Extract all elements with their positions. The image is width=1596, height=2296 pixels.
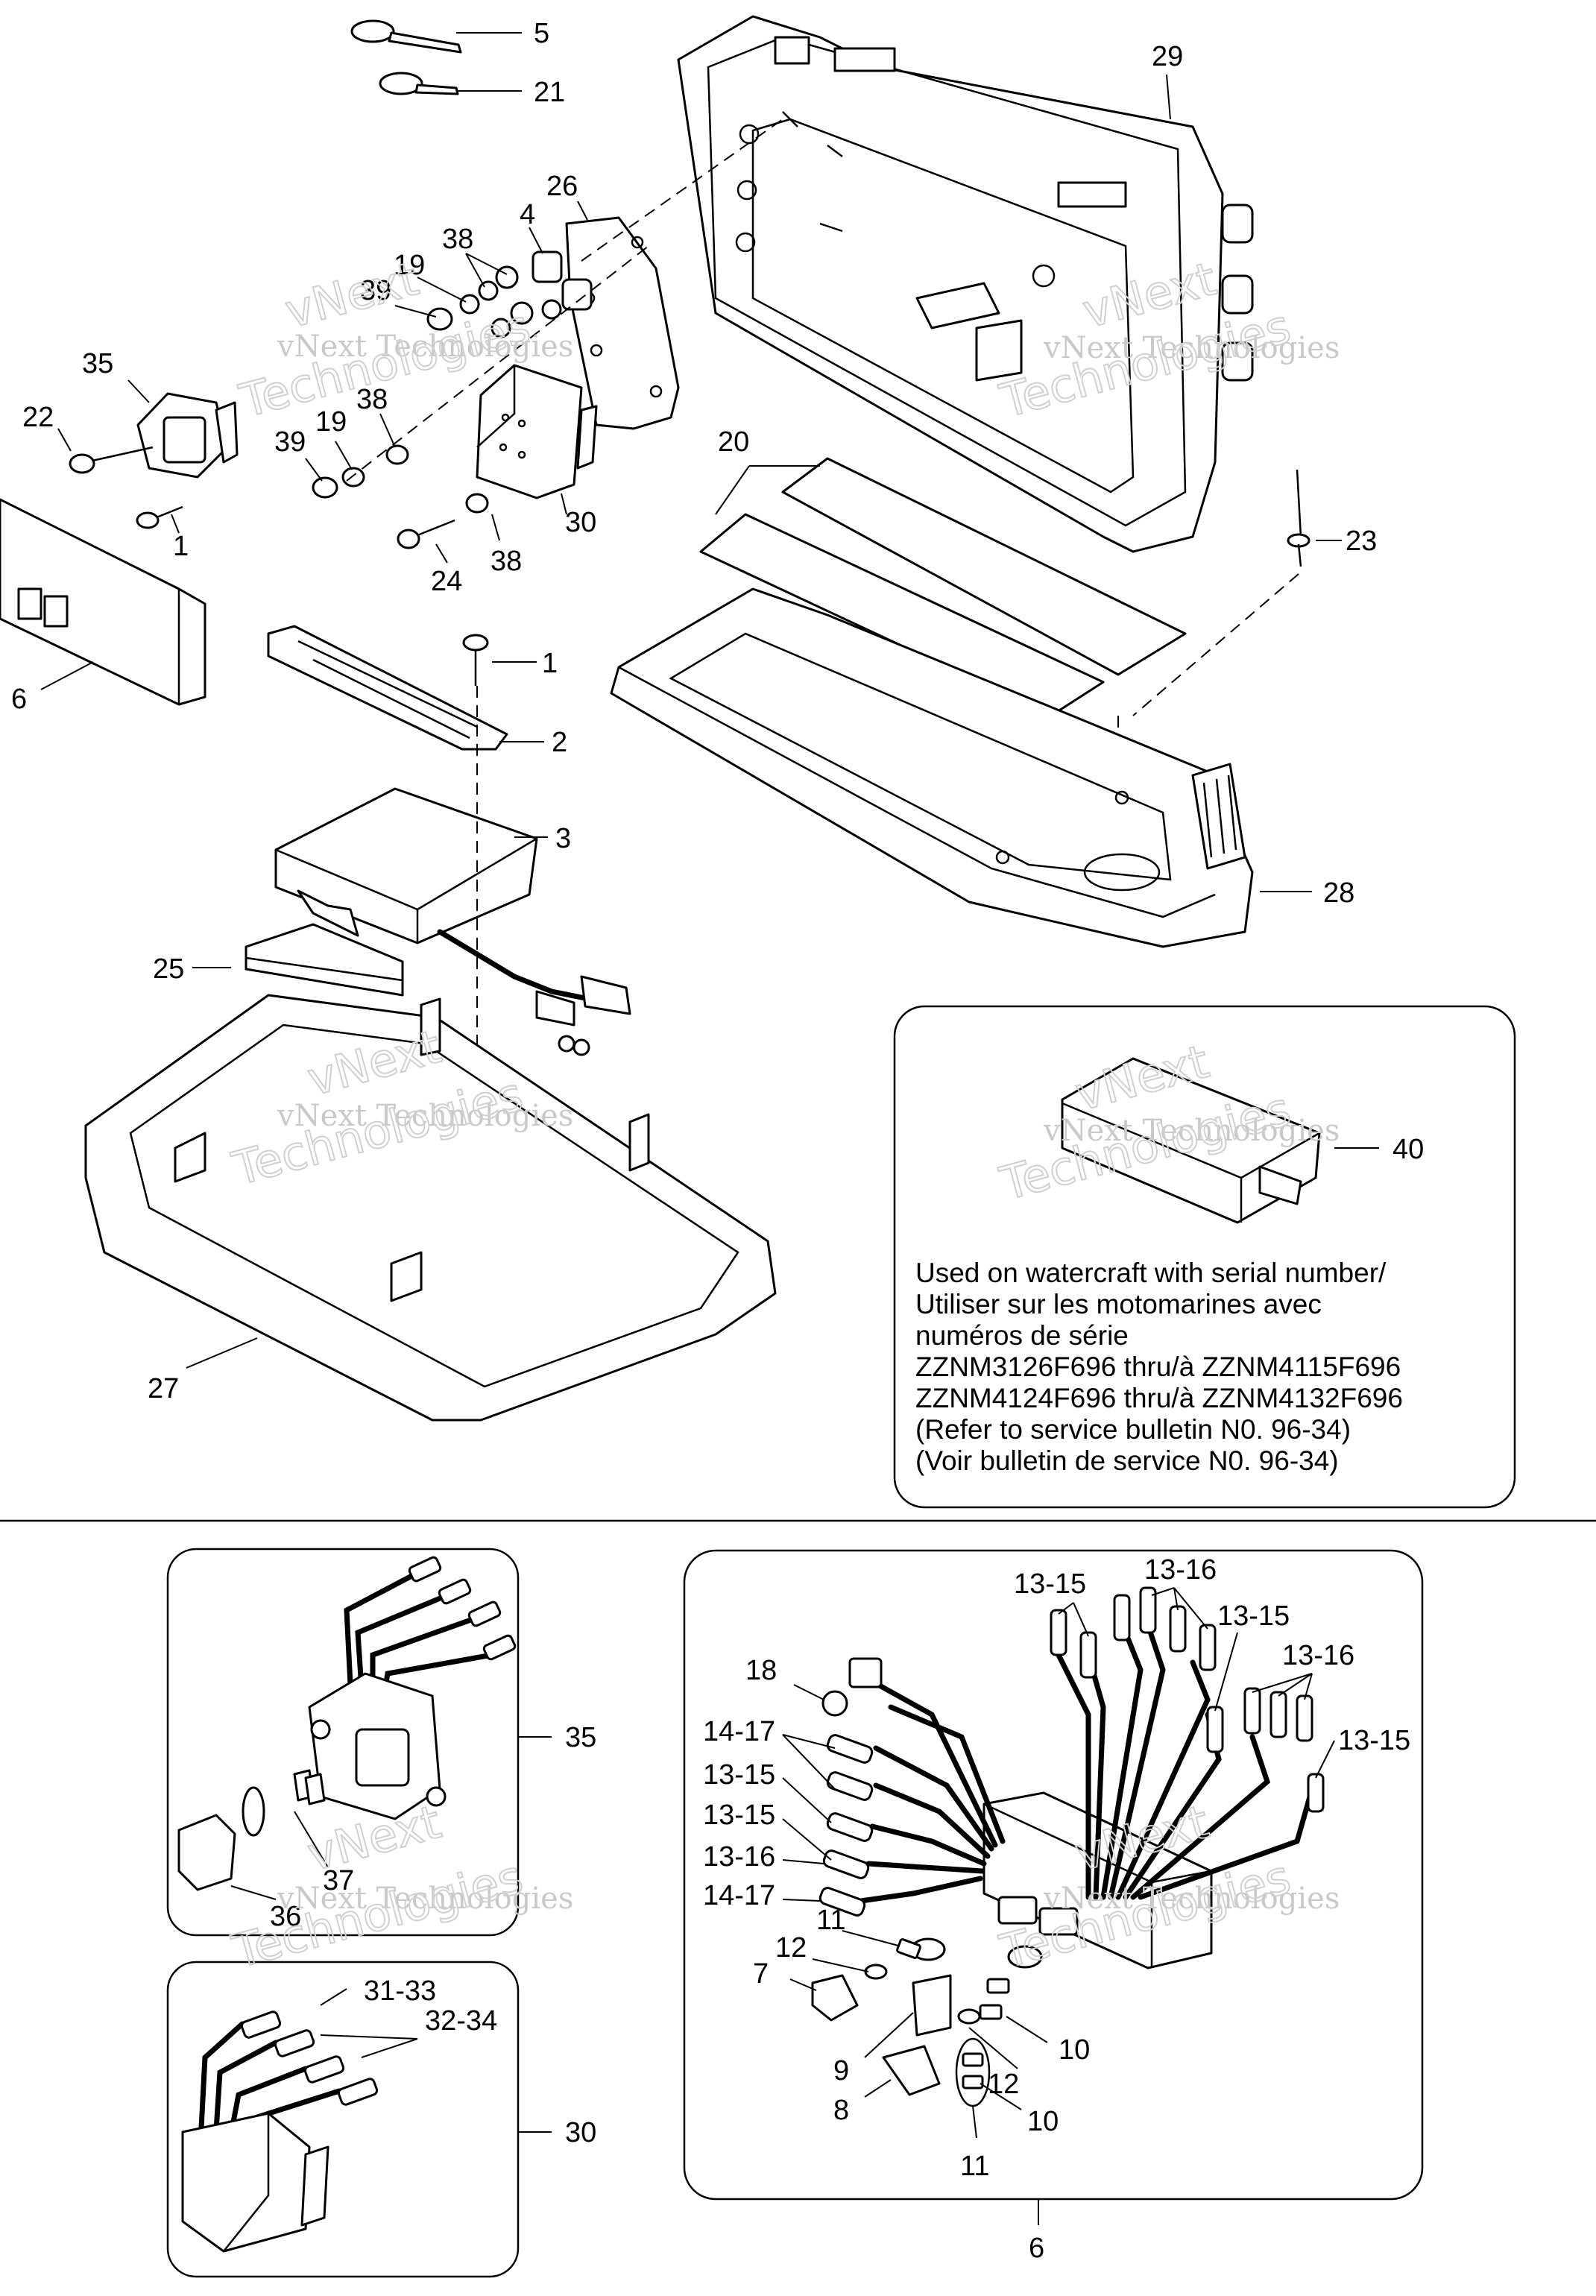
callout-20: 20: [718, 426, 749, 458]
callout-5: 5: [534, 18, 549, 49]
watermark-bottom-left: vNext Technologies vNext Technologies: [226, 1794, 573, 1980]
pad-25: [245, 923, 404, 997]
svg-text:vNext Technologies: vNext Technologies: [1043, 1114, 1340, 1148]
detail6-callout-9: 9: [833, 2055, 849, 2087]
callout-23: 23: [1346, 526, 1377, 557]
note-line-3: numéros de série: [915, 1320, 1129, 1351]
callout-28: 28: [1323, 877, 1354, 909]
spacers-washers: [426, 250, 593, 338]
callout-2: 2: [552, 727, 567, 758]
screw-1a: [136, 505, 183, 529]
detail35-callout-35: 35: [565, 1722, 596, 1753]
rectifier-30: [476, 364, 598, 499]
detail6-callout-1316r: 13-16: [1282, 1640, 1354, 1671]
tray-27: [84, 994, 777, 1422]
detail6-callout-1316top: 13-16: [1144, 1554, 1217, 1586]
detail6-callout-6: 6: [1029, 2233, 1044, 2264]
screw-22: [69, 446, 154, 474]
callout-29: 29: [1152, 41, 1183, 72]
detail35-callout-37: 37: [323, 1865, 354, 1896]
detail35-callout-36: 36: [270, 1901, 301, 1932]
detail6-callout-1315b: 13-15: [703, 1800, 775, 1831]
callout-35: 35: [82, 348, 113, 379]
svg-text:vNext: vNext: [280, 251, 424, 338]
callout-26: 26: [546, 171, 578, 202]
callout-40: 40: [1392, 1134, 1424, 1165]
callout-39b: 39: [274, 426, 306, 458]
note-line-1: Used on watercraft with serial number/: [915, 1258, 1387, 1288]
detail6-callout-1316a: 13-16: [703, 1841, 775, 1873]
detail6-callout-1315r2: 13-15: [1338, 1725, 1410, 1756]
svg-text:vNext Technologies: vNext Technologies: [1043, 331, 1340, 365]
note-line-5: ZZNM4124F696 thru/à ZZNM4132F696: [915, 1383, 1403, 1413]
detail-box-35: [166, 1548, 520, 1937]
callout-21: 21: [534, 77, 565, 108]
relay-35: [136, 392, 239, 479]
detail30-callout-30: 30: [565, 2117, 596, 2148]
detail6-callout-7: 7: [753, 1958, 769, 1990]
note-line-7: (Voir bulletin de service N0. 96-34): [915, 1445, 1339, 1476]
note-box: [893, 1005, 1516, 1509]
circuit-board-6: [0, 498, 206, 706]
callout-30: 30: [565, 507, 596, 538]
note-line-2: Utiliser sur les motomarines avec: [915, 1289, 1322, 1319]
note-line-6: (Refer to service bulletin N0. 96-34): [915, 1414, 1351, 1445]
pads-20: [699, 457, 1187, 717]
callout-38c: 38: [491, 546, 522, 577]
washer-38c: [465, 493, 489, 514]
svg-text:vNext Technologies: vNext Technologies: [277, 1882, 573, 1916]
relay-35-detail: [177, 1556, 517, 1891]
callout-22: 22: [22, 402, 54, 433]
mounting-plate-26: [565, 216, 680, 430]
detail6-callout-12a: 12: [775, 1932, 807, 1964]
detail-box-6: [683, 1549, 1424, 2201]
callout-38a: 38: [442, 224, 473, 255]
svg-text:vNext Technologies: vNext Technologies: [277, 329, 573, 364]
svg-text:vNext Technologies: vNext Technologies: [277, 1099, 573, 1133]
pin-23: [1287, 469, 1310, 567]
svg-text:vNext Technologies: vNext Technologies: [1043, 1882, 1340, 1916]
callout-19b: 19: [315, 406, 347, 438]
callout-1a: 1: [173, 531, 189, 562]
harness-6-detail: [811, 1586, 1325, 2107]
rectifier-30-detail: [181, 2010, 379, 2253]
note-line-4: ZZNM3126F696 thru/à ZZNM4115F696: [915, 1352, 1401, 1382]
detail30-callout-3133: 31-33: [364, 1975, 436, 2007]
module-40: [1061, 1057, 1321, 1224]
screw-24: [397, 519, 455, 549]
detail-box-30: [166, 1961, 520, 2278]
callout-4: 4: [520, 199, 535, 230]
callout-39a: 39: [360, 275, 391, 306]
detail6-callout-1315a: 13-15: [703, 1759, 775, 1791]
detail30-callout-3234: 32-34: [425, 2005, 497, 2037]
cable-tie-21: [379, 72, 522, 95]
screw-1b: [462, 634, 489, 686]
detail6-callout-1315r1: 13-15: [1217, 1600, 1290, 1632]
callout-25: 25: [153, 953, 184, 985]
callout-3: 3: [555, 823, 571, 854]
callout-27: 27: [148, 1373, 179, 1404]
callout-6: 6: [11, 684, 27, 715]
detail6-callout-18: 18: [745, 1655, 777, 1686]
bracket-2: [267, 625, 508, 751]
detail6-callout-1417b: 14-17: [703, 1880, 775, 1911]
detail6-callout-10b: 10: [1027, 2106, 1059, 2137]
base-28: [610, 587, 1254, 948]
detail6-callout-12b: 12: [988, 2069, 1019, 2100]
detail6-callout-11b: 11: [960, 2151, 989, 2182]
detail6-callout-10a: 10: [1059, 2034, 1090, 2066]
enclosure-29: [677, 15, 1254, 553]
detail6-callout-11a: 11: [816, 1905, 845, 1936]
callout-38b: 38: [356, 384, 388, 415]
callout-1b: 1: [542, 648, 558, 679]
callout-19a: 19: [394, 250, 425, 281]
detail6-callout-1417a: 14-17: [703, 1716, 775, 1747]
cable-tie-5: [350, 19, 522, 54]
callout-24: 24: [431, 566, 462, 597]
detail6-callout-8: 8: [833, 2095, 849, 2126]
detail6-callout-1315top: 13-15: [1014, 1568, 1086, 1600]
washers-second-set: [312, 444, 409, 499]
module-3: [274, 787, 631, 1056]
